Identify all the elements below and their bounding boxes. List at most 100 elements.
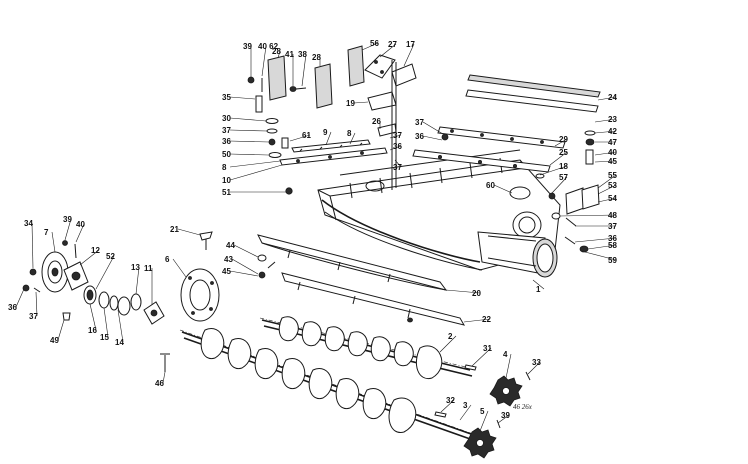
part-label-55: 55: [608, 171, 617, 180]
trough-ribs: [339, 149, 531, 200]
leader-line-8b: [229, 160, 281, 168]
part-label-59: 59: [608, 256, 617, 265]
leader-line-36a: [229, 140, 270, 143]
part-label-39c: 39: [501, 411, 510, 420]
part-label-45a: 45: [608, 157, 617, 166]
part-label-24: 24: [608, 93, 617, 102]
leader-line-40a: [594, 151, 617, 156]
part-label-27: 27: [388, 40, 397, 49]
part-label-38: 38: [298, 50, 307, 59]
part-label-37b: 37: [393, 131, 402, 140]
upper-brackets: [347, 45, 417, 190]
part-label-34: 34: [24, 219, 33, 228]
leader-line-9: [325, 131, 332, 146]
part-label-39b: 39: [63, 215, 72, 224]
leader-line-45b: [229, 270, 259, 277]
leader-line-37f: [35, 291, 38, 317]
part-label-26: 26: [372, 117, 381, 126]
leader-line-37c: [422, 121, 444, 135]
part-label-3: 3: [463, 401, 468, 410]
part-label-37e: 37: [608, 222, 617, 231]
part-label-13: 13: [131, 263, 140, 272]
part-label-9: 9: [323, 128, 328, 137]
part-label-44: 44: [226, 241, 235, 250]
leader-line-57: [551, 176, 568, 194]
leader-line-44: [233, 244, 259, 258]
part-label-50: 50: [222, 150, 231, 159]
part-label-35: 35: [222, 93, 231, 102]
leader-line-49: [57, 319, 65, 341]
part-label-54: 54: [608, 194, 617, 203]
part-label-36b: 36: [393, 142, 402, 151]
part-label-28a: 28: [272, 47, 281, 56]
leader-line-53: [597, 184, 617, 195]
part-label-14: 14: [115, 338, 124, 347]
leader-line-54: [597, 197, 617, 203]
part-label-46: 46: [155, 379, 164, 388]
top-cover-plate: [465, 74, 601, 113]
part-label-10: 10: [222, 176, 231, 185]
small-hardware-44: [257, 254, 276, 279]
part-label-22: 22: [482, 315, 491, 324]
bearing-flange: [180, 268, 220, 322]
part-label-25: 25: [559, 148, 568, 157]
key-21: [199, 231, 213, 250]
part-label-23: 23: [608, 115, 617, 124]
part-label-48: 48: [608, 211, 617, 220]
part-label-40b: 40: [76, 220, 85, 229]
leader-line-29: [554, 138, 568, 147]
leader-line-20: [445, 289, 481, 294]
part-label-2: 2: [448, 332, 453, 341]
bar-plates: [279, 139, 388, 166]
leader-line-39b: [64, 218, 72, 241]
part-label-40_62: 40 62: [258, 42, 279, 51]
side-brackets: [267, 55, 333, 109]
leader-line-37a: [229, 129, 268, 132]
part-label-15: 15: [100, 333, 109, 342]
part-label-42: 42: [608, 127, 617, 136]
leader-line-43: [231, 258, 259, 275]
leader-line-33: [527, 361, 541, 375]
leader-line-58: [587, 244, 617, 250]
leader-line-12: [79, 249, 100, 266]
part-label-43: 43: [224, 255, 233, 264]
part-label-60: 60: [486, 181, 495, 190]
part-label-37c: 37: [415, 118, 424, 127]
leader-line-48: [559, 214, 617, 217]
auger-screw-2: [259, 316, 473, 380]
part-label-45b: 45: [222, 267, 231, 276]
leader-line-17: [403, 43, 415, 67]
leader-line-50: [229, 153, 269, 156]
part-label-61: 61: [302, 131, 311, 140]
part-label-16: 16: [88, 326, 97, 335]
part-label-37d: 37: [393, 163, 402, 172]
auger-screw-3: [179, 328, 491, 447]
part-label-56: 56: [370, 39, 379, 48]
leader-line-40_62: [261, 45, 267, 77]
part-label-8a: 8: [347, 129, 352, 138]
part-label-1: 1: [536, 285, 541, 294]
leader-line-35: [229, 96, 256, 100]
part-label-11: 11: [144, 264, 153, 273]
sprocket-4: [489, 375, 523, 407]
leader-line-55: [597, 174, 617, 189]
shaft-keys: [434, 364, 531, 429]
leader-line-52: [95, 255, 115, 290]
leader-line-16: [89, 303, 97, 331]
leader-line-25: [549, 151, 568, 166]
part-label-36c: 36: [415, 132, 424, 141]
leader-line-32: [440, 399, 455, 413]
leader-line-13: [135, 266, 140, 295]
discharge-tube: [477, 231, 558, 278]
part-label-36e: 36: [8, 303, 17, 312]
leader-line-31: [471, 347, 492, 367]
leader-line-15: [103, 307, 109, 338]
bearing-assembly-left: [22, 240, 170, 372]
part-label-37f: 37: [29, 312, 38, 321]
leader-line-1: [532, 279, 545, 290]
leader-line-37d: [394, 159, 402, 168]
leader-line-36b: [389, 145, 402, 151]
part-label-5: 5: [480, 407, 485, 416]
